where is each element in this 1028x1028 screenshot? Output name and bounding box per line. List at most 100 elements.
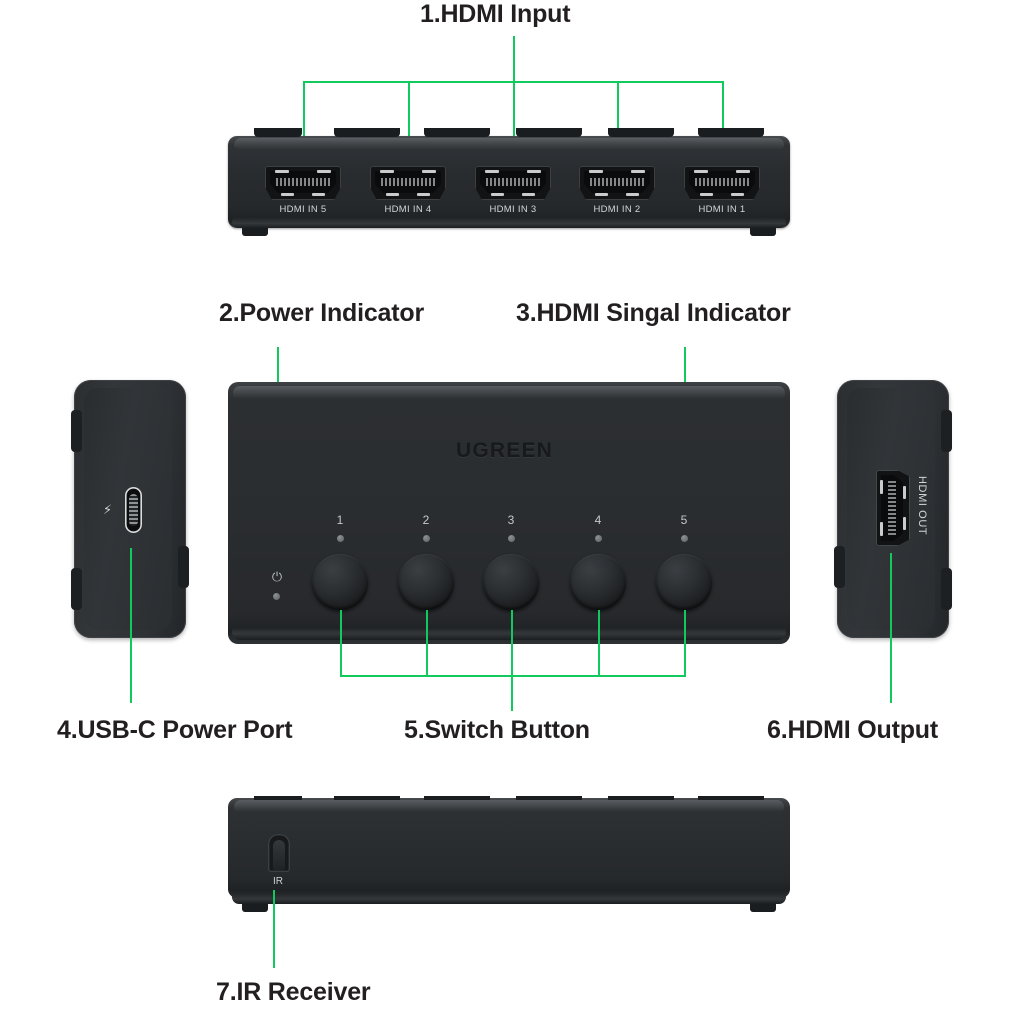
- ir-receiver-lens: [273, 840, 285, 870]
- hdmi-tab: [380, 170, 394, 173]
- switch-button-3[interactable]: [483, 554, 539, 610]
- channel-led-indicator: [423, 535, 430, 542]
- front-panel-unit: UGREEN ⏻ 1 2 3 4 5: [228, 382, 790, 644]
- ir-panel-bottom-lip: [232, 893, 786, 904]
- hdmi-tab: [275, 170, 289, 173]
- hdmi-in-port: [684, 166, 760, 200]
- hdmi-tab: [386, 193, 399, 196]
- channel-number: 3: [507, 513, 515, 527]
- leader-bracket-5: [340, 675, 686, 677]
- vent-notch: [608, 128, 674, 137]
- usb-c-port: [125, 487, 142, 533]
- rear-panel-top-bevel: [234, 138, 784, 149]
- rear-panel-unit: HDMI IN 5 HDMI IN 4 HDMI IN 3: [228, 128, 790, 236]
- vent-notch: [698, 128, 764, 137]
- callout-label-7: 7.IR Receiver: [216, 978, 371, 1006]
- leader-drop-1e: [722, 81, 724, 161]
- side-rail-clip: [71, 410, 82, 452]
- leader-drop-1b: [408, 81, 410, 161]
- channel-number: 2: [422, 513, 430, 527]
- hdmi-pins: [888, 481, 896, 535]
- power-led-indicator: [273, 593, 280, 600]
- leader-line-6: [890, 553, 892, 703]
- channel-led-indicator: [508, 535, 515, 542]
- usb-c-tongue: [129, 494, 138, 526]
- unit-foot: [242, 904, 268, 912]
- side-rail-clip: [178, 546, 189, 588]
- side-rail-clip: [941, 410, 952, 452]
- channel-led-indicator: [337, 535, 344, 542]
- leader-riser-5b: [426, 610, 428, 676]
- hdmi-tab: [281, 193, 294, 196]
- vent-notch: [334, 128, 400, 137]
- side-rail-clip: [71, 568, 82, 610]
- switch-button-5[interactable]: [656, 554, 712, 610]
- hdmi-in-port-label: HDMI IN 4: [384, 204, 432, 215]
- channel-number: 1: [336, 513, 344, 527]
- power-icon: ⏻: [271, 570, 283, 585]
- hdmi-tab: [522, 193, 535, 196]
- hdmi-pins: [695, 178, 749, 186]
- switch-button-4[interactable]: [570, 554, 626, 610]
- unit-foot: [242, 228, 268, 236]
- hdmi-pins: [381, 178, 435, 186]
- hdmi-in-port: [579, 166, 655, 200]
- hdmi-in-port-label: HDMI IN 3: [489, 204, 537, 215]
- front-panel-bottom-lip: [232, 627, 786, 640]
- leader-riser-5a: [340, 610, 342, 676]
- leader-line-7: [273, 890, 275, 968]
- channel-led-indicator: [595, 535, 602, 542]
- left-side-panel: ⚡: [71, 380, 189, 638]
- hdmi-in-port-label: HDMI IN 5: [279, 204, 327, 215]
- channel-led-indicator: [681, 535, 688, 542]
- switch-button-2[interactable]: [398, 554, 454, 610]
- hdmi-in-port-label: HDMI IN 2: [593, 204, 641, 215]
- unit-foot: [750, 904, 776, 912]
- hdmi-in-port: [370, 166, 446, 200]
- ir-receiver-window: [268, 834, 290, 872]
- callout-label-3: 3.HDMI Singal Indicator: [516, 299, 791, 327]
- unit-foot: [750, 228, 776, 236]
- hdmi-tab: [317, 170, 331, 173]
- leader-line-5-stem: [511, 675, 513, 711]
- leader-riser-5d: [598, 610, 600, 676]
- vent-notch: [516, 128, 582, 137]
- hdmi-in-port-label: HDMI IN 1: [698, 204, 746, 215]
- hdmi-tab: [422, 170, 436, 173]
- hdmi-tab: [731, 193, 744, 196]
- callout-label-4: 4.USB-C Power Port: [57, 716, 293, 744]
- hdmi-tab: [527, 170, 541, 173]
- leader-drop-1a: [303, 81, 305, 161]
- hdmi-pins: [276, 178, 330, 186]
- hdmi-tab: [626, 193, 639, 196]
- leader-line-4: [130, 548, 132, 703]
- hdmi-tab: [417, 193, 430, 196]
- channel-number: 4: [594, 513, 602, 527]
- hdmi-in-port: [265, 166, 341, 200]
- hdmi-in-port: [475, 166, 551, 200]
- hdmi-tab: [589, 170, 603, 173]
- hdmi-out-label: HDMI OUT: [916, 476, 928, 536]
- leader-drop-1c: [513, 81, 515, 161]
- callout-label-6: 6.HDMI Output: [767, 716, 938, 744]
- leader-riser-5e: [684, 610, 686, 676]
- switch-button-1[interactable]: [312, 554, 368, 610]
- callout-label-5: 5.Switch Button: [404, 716, 590, 744]
- vent-notch: [254, 128, 302, 137]
- charge-bolt-icon: ⚡: [103, 503, 113, 518]
- channel-number: 5: [680, 513, 688, 527]
- leader-riser-5c: [511, 610, 513, 676]
- hdmi-tab: [312, 193, 325, 196]
- front-panel-top-bevel: [233, 386, 785, 398]
- hdmi-out-port: [876, 470, 910, 546]
- ir-label: IR: [273, 876, 283, 887]
- rear-panel-bottom-lip: [232, 218, 786, 228]
- hdmi-tab: [736, 170, 750, 173]
- hdmi-tab: [491, 193, 504, 196]
- hdmi-pins: [590, 178, 644, 186]
- hdmi-tab: [694, 170, 708, 173]
- ir-panel-top-bevel: [234, 800, 784, 811]
- hdmi-tab: [631, 170, 645, 173]
- ir-panel-unit: IR: [228, 792, 790, 912]
